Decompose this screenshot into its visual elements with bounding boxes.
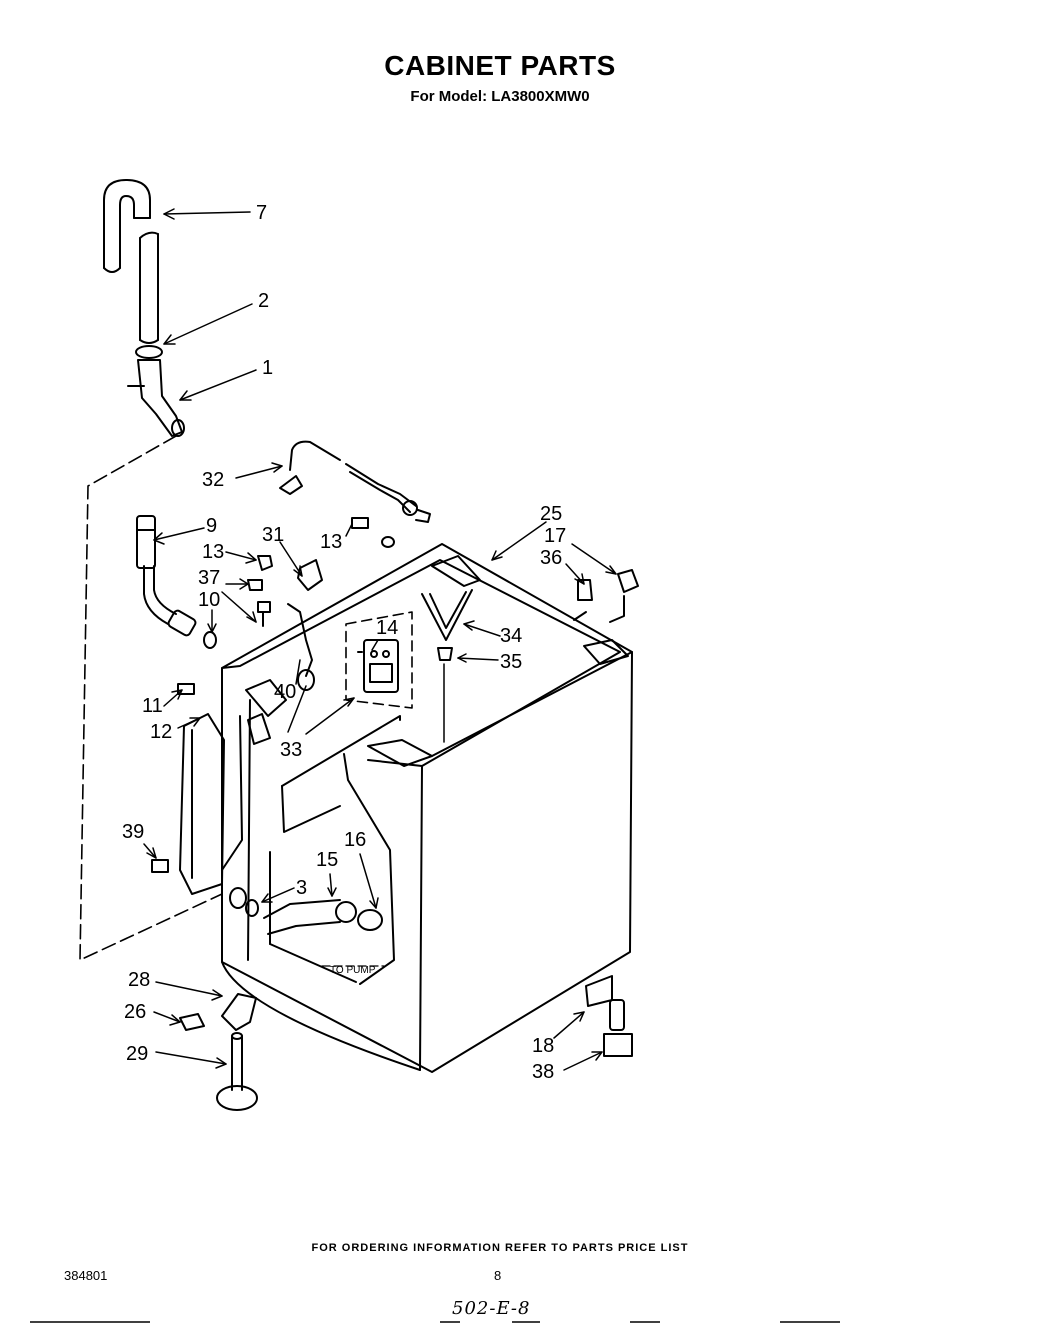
callout-label: 17 bbox=[544, 525, 566, 547]
callout-label: 10 bbox=[198, 589, 220, 611]
callout-label: 18 bbox=[532, 1035, 554, 1057]
page-title: CABINET PARTS bbox=[384, 50, 616, 81]
drain-connector bbox=[127, 359, 185, 437]
callout-label: 25 bbox=[540, 503, 562, 525]
callout-label: 1 bbox=[262, 357, 273, 379]
callout-label: 32 bbox=[202, 469, 224, 491]
model-subtitle: For Model: LA3800XMW0 bbox=[410, 88, 590, 105]
fasteners bbox=[151, 517, 395, 873]
callout-label: 13 bbox=[320, 531, 342, 553]
drain-hose bbox=[103, 179, 151, 273]
cabinet-body bbox=[221, 543, 633, 1073]
wire-harness bbox=[287, 603, 315, 691]
inlet-hose bbox=[136, 515, 217, 649]
callout-label: 11 bbox=[142, 695, 163, 717]
leveling-leg bbox=[179, 993, 258, 1111]
rear-panel bbox=[179, 713, 225, 895]
callout-label: 37 bbox=[198, 567, 220, 589]
page-number: 8 bbox=[494, 1268, 502, 1283]
top-clip bbox=[577, 569, 639, 623]
callout-label: 12 bbox=[150, 721, 172, 743]
callout-label: 3 bbox=[296, 877, 307, 899]
callout-label: 35 bbox=[500, 651, 522, 673]
callout-label: 33 bbox=[280, 739, 302, 761]
callout-labels: 7 2 1 32 9 31 13 13 25 17 36 37 10 14 34… bbox=[122, 202, 566, 1083]
callout-label: 9 bbox=[206, 515, 217, 537]
document-number: 384801 bbox=[64, 1268, 108, 1283]
callout-label: 38 bbox=[532, 1061, 554, 1083]
inlet-tube bbox=[279, 440, 431, 523]
callout-label: 15 bbox=[316, 849, 338, 871]
callout-label: 26 bbox=[124, 1001, 146, 1023]
alignment-lines bbox=[79, 435, 223, 961]
callout-label: 13 bbox=[202, 541, 224, 563]
water-level-switch bbox=[345, 611, 413, 709]
callout-label: 7 bbox=[256, 202, 267, 224]
callout-label: 14 bbox=[376, 617, 398, 639]
ordering-note: FOR ORDERING INFORMATION REFER TO PARTS … bbox=[311, 1242, 689, 1254]
callout-label: 36 bbox=[540, 547, 562, 569]
rear-foot bbox=[585, 975, 633, 1057]
callout-label: 28 bbox=[128, 969, 150, 991]
motor-bracket bbox=[245, 679, 287, 745]
leader-lines bbox=[143, 208, 617, 1071]
callout-label: 2 bbox=[258, 290, 269, 312]
callout-label: 29 bbox=[126, 1043, 148, 1065]
callout-label: 39 bbox=[122, 821, 144, 843]
suspension-spring bbox=[421, 589, 473, 743]
callout-label: 34 bbox=[500, 625, 522, 647]
hose-section bbox=[135, 231, 163, 359]
callout-label: 31 bbox=[262, 524, 284, 546]
callout-label: 40 bbox=[274, 681, 296, 703]
pump-hose bbox=[229, 887, 383, 935]
callout-label: 16 bbox=[344, 829, 366, 851]
to-pump-label: TO PUMP bbox=[330, 965, 376, 976]
corner-brackets bbox=[367, 555, 629, 767]
handwritten-note: 502-E-8 bbox=[452, 1298, 531, 1319]
